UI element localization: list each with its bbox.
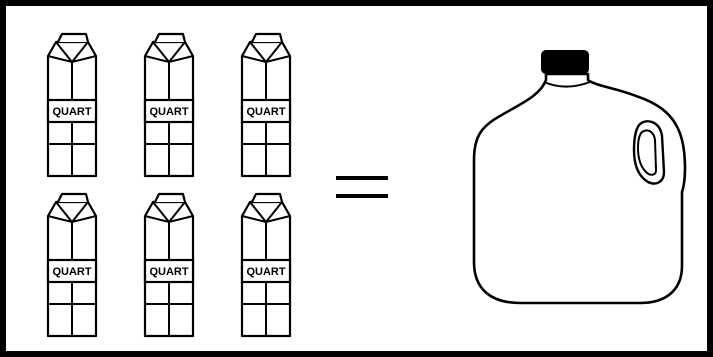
gallon-jug-icon — [472, 50, 687, 305]
carton-label: QUART — [246, 266, 285, 278]
milk-carton-icon: QUART — [46, 32, 98, 178]
carton-label: QUART — [149, 106, 188, 118]
milk-carton-icon: QUART — [240, 192, 292, 338]
carton-label: QUART — [52, 266, 91, 278]
milk-carton-icon: QUART — [46, 192, 98, 338]
equals-sign — [336, 176, 388, 198]
carton-label: QUART — [52, 106, 91, 118]
carton-label: QUART — [149, 266, 188, 278]
milk-carton-icon: QUART — [143, 192, 195, 338]
milk-carton-icon: QUART — [240, 32, 292, 178]
carton-label: QUART — [246, 106, 285, 118]
milk-carton-icon: QUART — [143, 32, 195, 178]
